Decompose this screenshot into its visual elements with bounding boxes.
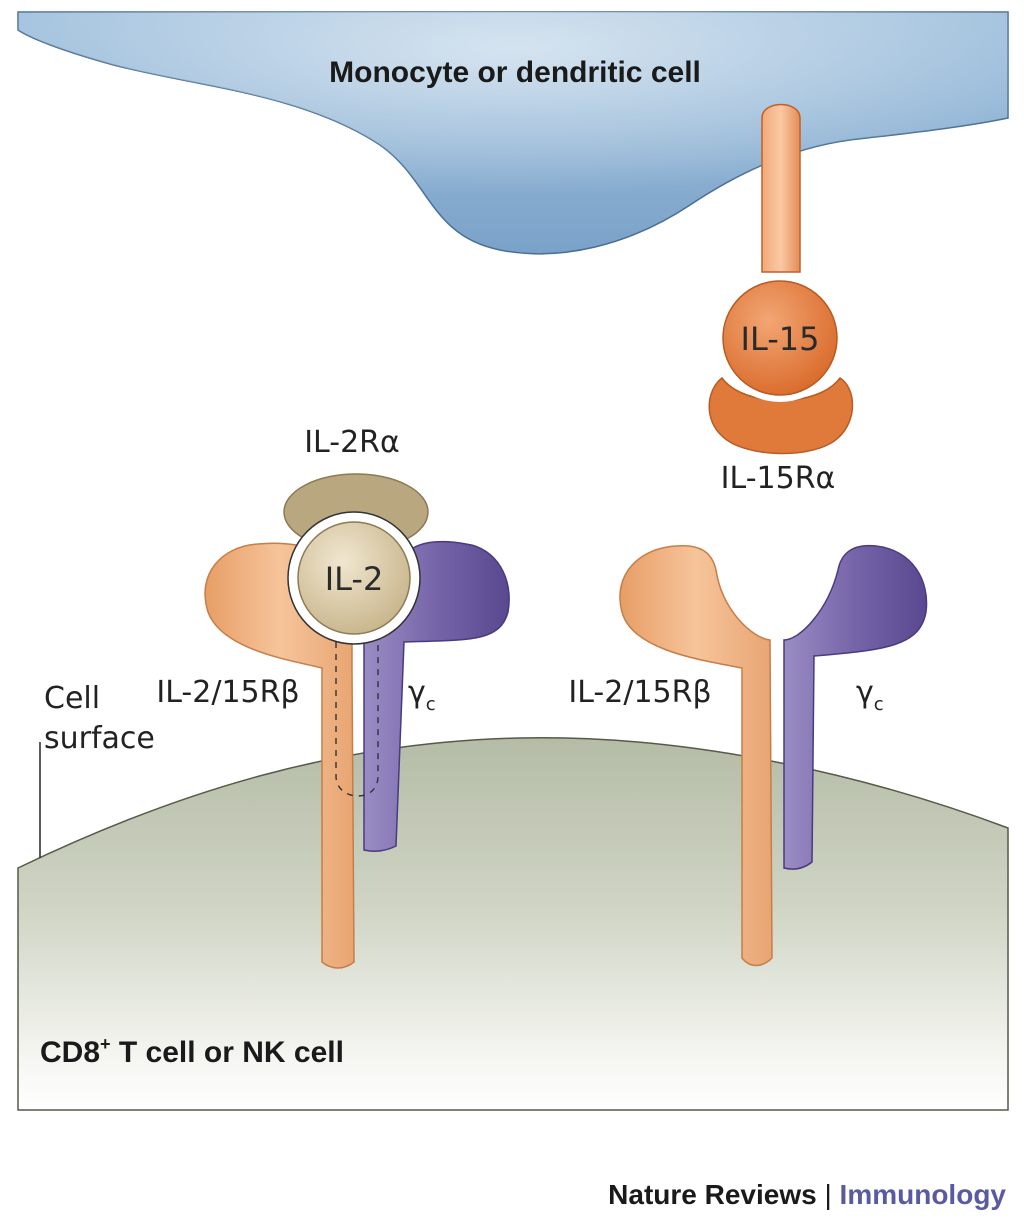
left-receptor-complex: IL-2: [204, 473, 510, 969]
right-beta-label: IL-2/15Rβ: [568, 675, 711, 710]
il2-label: IL-2: [325, 560, 384, 598]
cell-surface-label-2: surface: [44, 721, 155, 756]
left-beta-label: IL-2/15Rβ: [156, 675, 299, 710]
journal-credit: Nature Reviews | Immunology: [608, 1179, 1006, 1210]
left-beta-chain: [204, 542, 355, 969]
il2-ligand: [297, 521, 411, 635]
top-cell-label: Monocyte or dendritic cell: [329, 56, 701, 89]
cell-surface-label-1: Cell: [44, 681, 100, 716]
il15r-alpha-label: IL-15Rα: [721, 461, 836, 496]
il15-label: IL-15: [741, 320, 820, 358]
right-gamma-chain: [783, 544, 928, 870]
left-gamma-label: γc: [408, 675, 436, 715]
right-receptor-complex: IL-15: [619, 103, 928, 967]
right-gamma-label: γc: [856, 675, 884, 715]
bottom-cell-label: CD8+ T cell or NK cell: [40, 1034, 344, 1069]
right-beta-chain: [619, 544, 773, 967]
il15-ralpha-stalk: [761, 103, 801, 273]
il15-ligand: [722, 280, 838, 396]
top-cell-highlight: [18, 12, 1008, 254]
il2r-alpha-label: IL-2Rα: [304, 425, 400, 460]
